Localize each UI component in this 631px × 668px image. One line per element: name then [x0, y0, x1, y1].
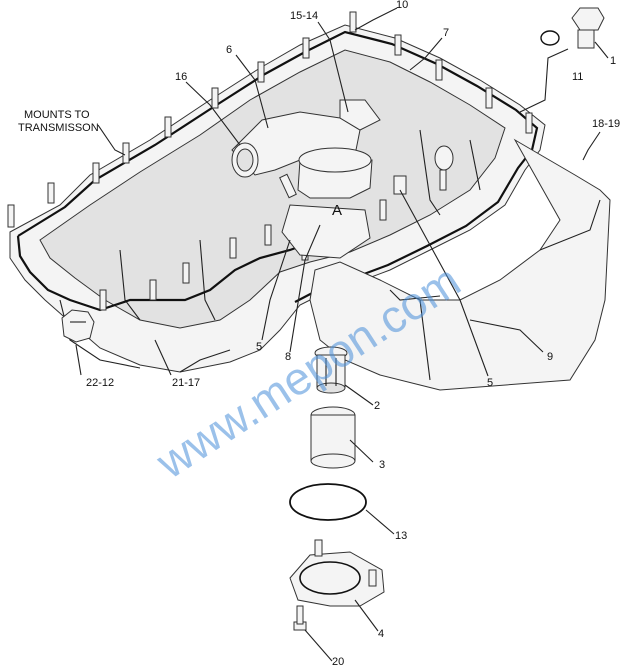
- callout-20: 20: [332, 656, 344, 668]
- callout-1: 1: [610, 55, 616, 67]
- callout-11: 11: [572, 71, 583, 83]
- view-label-a: A: [332, 202, 342, 219]
- callout-18-19: 18-19: [592, 118, 620, 130]
- callout-4: 4: [378, 628, 384, 640]
- oil-pan: [9, 24, 546, 373]
- screen-part-2: [314, 346, 348, 394]
- note-line-2: TRANSMISSON: [18, 122, 99, 134]
- callout-8: 8: [285, 351, 291, 363]
- callout-2: 2: [374, 400, 380, 412]
- note-line-1: MOUNTS TO: [24, 109, 90, 121]
- callout-21-17: 21-17: [172, 377, 200, 389]
- filter-part-3: [310, 406, 356, 469]
- callout-22-12: 22-12: [86, 377, 114, 389]
- callout-6: 6: [226, 44, 232, 56]
- oil-pan-gasket: [16, 30, 539, 312]
- callout-10: 10: [396, 0, 408, 11]
- callout-16: 16: [175, 71, 187, 83]
- plug-and-washer: [540, 7, 605, 49]
- callout-3: 3: [379, 459, 385, 471]
- callout-7: 7: [443, 27, 449, 39]
- leader-lines: [75, 7, 609, 662]
- callout-5-left: 5: [256, 341, 262, 353]
- drain-plug: [61, 309, 95, 343]
- callout-13: 13: [395, 530, 407, 542]
- bolt-part-20: [293, 605, 307, 631]
- oil-pickup-assembly: [231, 99, 454, 259]
- callout-15-14: 15-14: [290, 10, 318, 22]
- callout-5-right: 5: [487, 377, 493, 389]
- cover-plate-part-4: [289, 539, 385, 607]
- callout-9: 9: [547, 351, 553, 363]
- o-ring-part-13: [289, 483, 367, 521]
